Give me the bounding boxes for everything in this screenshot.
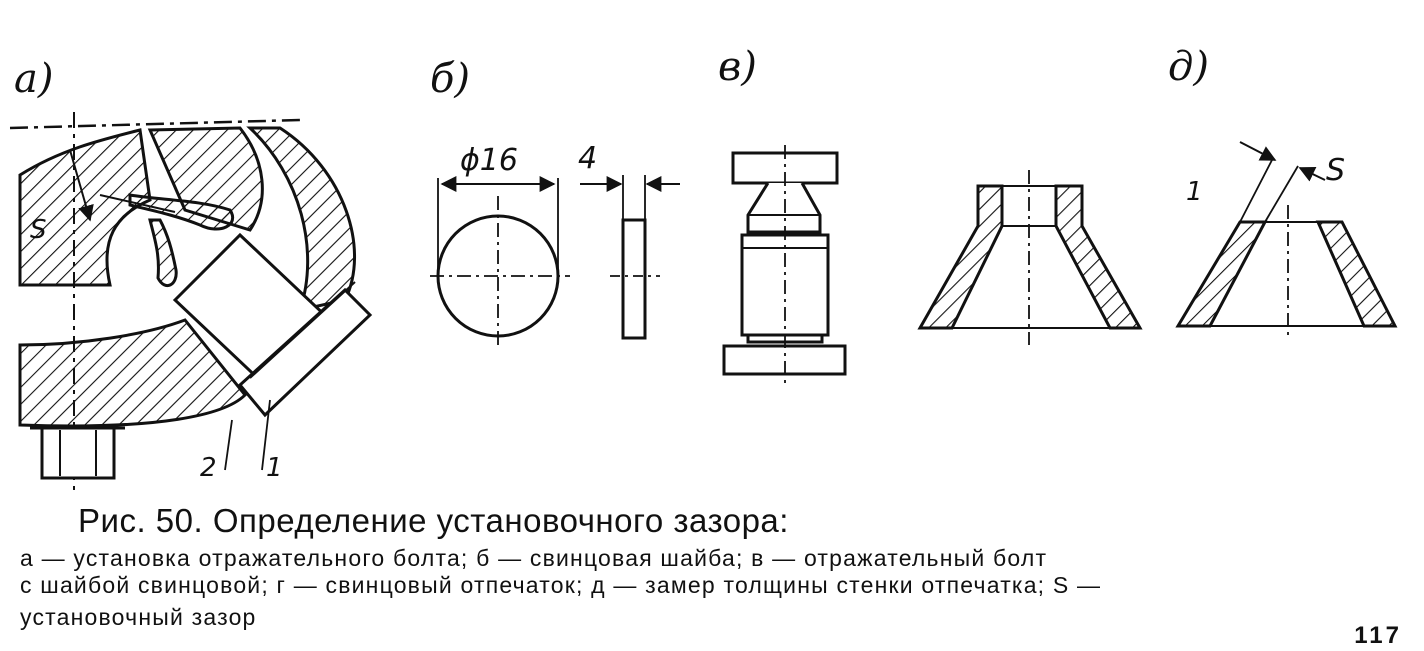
panel-label-d: д) bbox=[1168, 44, 1209, 90]
technical-figure: а) б) в) д) S 2 1 bbox=[9, 44, 1398, 490]
panel-label-b: б) bbox=[430, 56, 470, 102]
part-label-2: 2 bbox=[200, 453, 217, 483]
caption-legend-line-3: установочный зазор bbox=[20, 604, 257, 630]
panel-a-drawing bbox=[9, 112, 373, 490]
diameter-label: ϕ16 bbox=[460, 143, 518, 178]
figure-caption-title: Рис. 50. Определение установочного зазор… bbox=[78, 502, 789, 539]
thickness-label: 4 bbox=[578, 141, 597, 176]
panel-g-drawing bbox=[917, 170, 1143, 345]
panel-b-drawing bbox=[430, 175, 680, 350]
mark-label-d: 1 bbox=[1186, 177, 1203, 207]
caption-legend-line-1: а — установка отражательного болта; б — … bbox=[20, 545, 1048, 571]
page-number: 117 bbox=[1354, 622, 1402, 649]
gap-label-a: S bbox=[30, 215, 47, 245]
panel-label-v: в) bbox=[718, 44, 757, 90]
part-label-1: 1 bbox=[266, 453, 283, 483]
gap-label-d: S bbox=[1326, 153, 1345, 188]
caption-legend-line-2: с шайбой свинцовой; г — свинцовый отпеча… bbox=[20, 572, 1102, 598]
panel-d-drawing bbox=[1175, 141, 1398, 340]
panel-v-drawing bbox=[722, 145, 847, 388]
panel-label-a: а) bbox=[14, 56, 53, 102]
